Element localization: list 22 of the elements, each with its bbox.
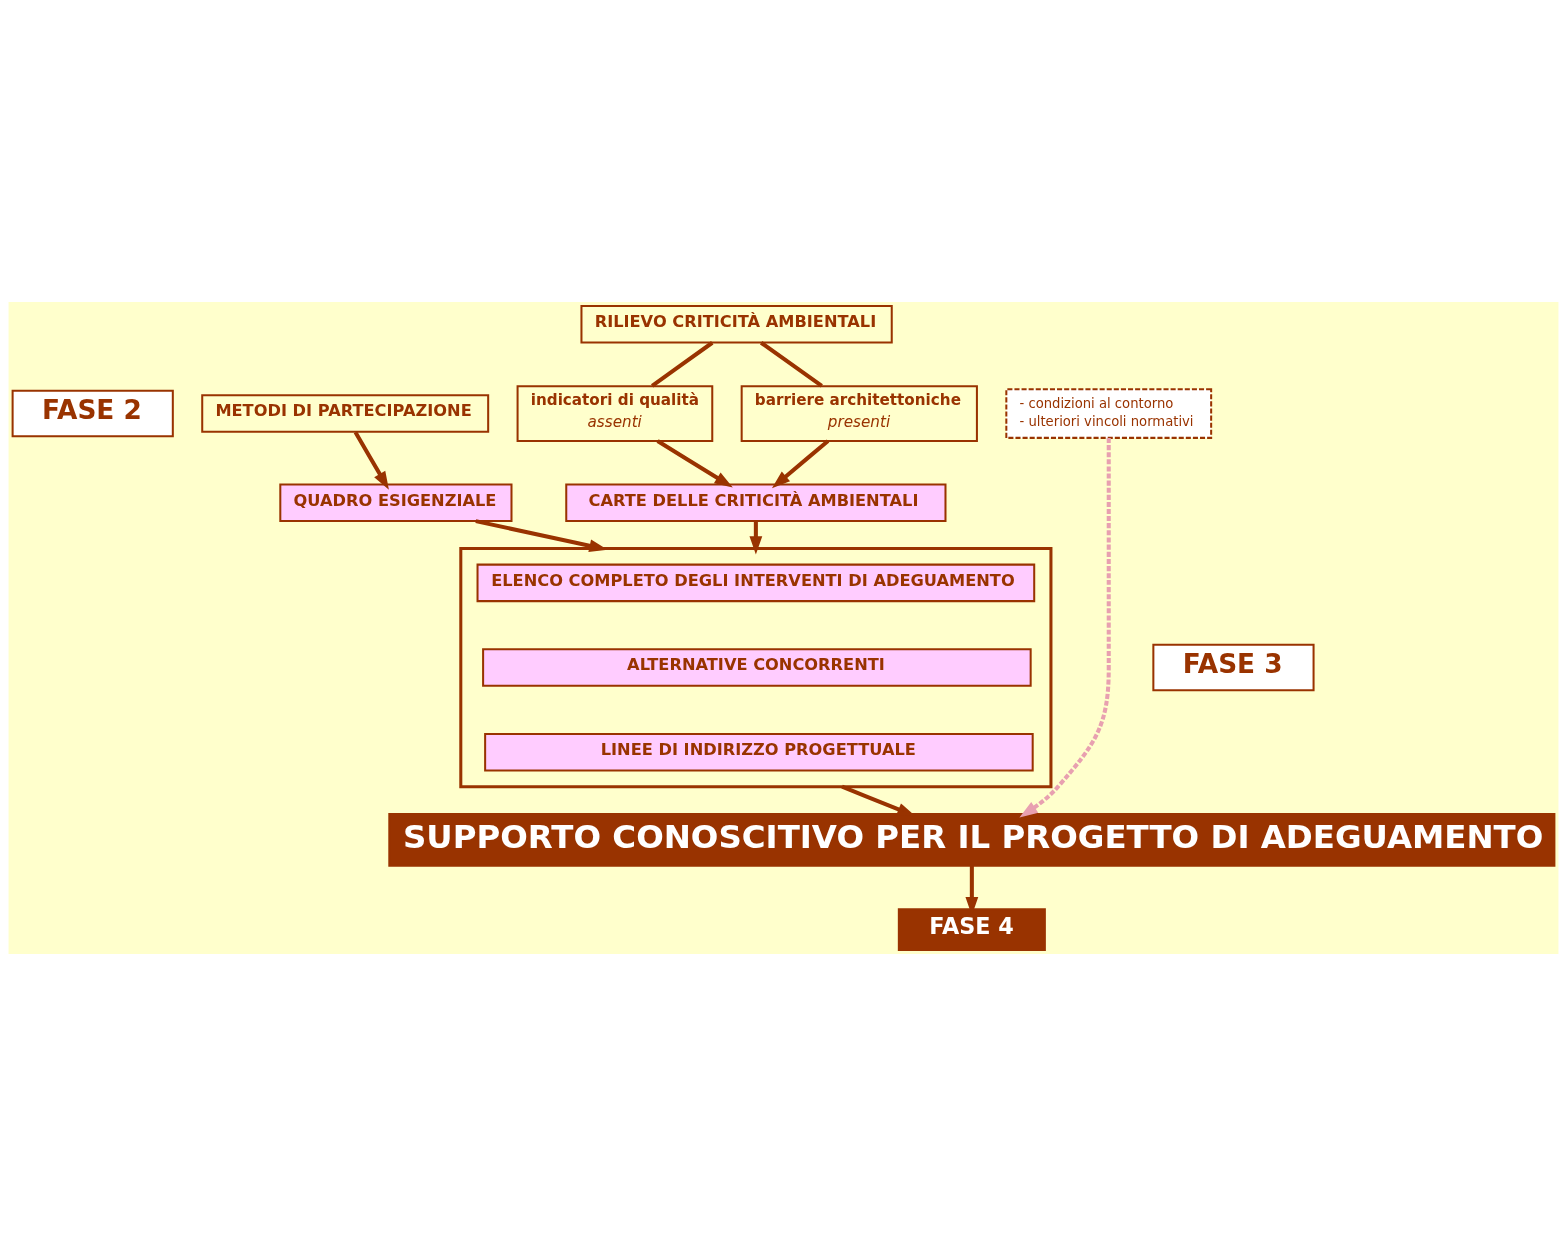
node-box: ALTERNATIVE CONCORRENTI bbox=[482, 648, 1032, 687]
node-box: - condizioni al contorno - ulteriori vincoli normativi bbox=[1005, 388, 1213, 439]
arrow bbox=[1019, 438, 1111, 818]
arrow bbox=[353, 431, 389, 490]
node-box: indicatori di qualità assenti bbox=[516, 385, 714, 442]
node-box: ELENCO COMPLETO DEGLI INTERVENTI DI ADEGUAMENTO bbox=[476, 563, 1036, 603]
node-box: barriere architettoniche presenti bbox=[740, 385, 978, 442]
node-box: SUPPORTO CONOSCITIVO PER IL PROGETTO DI ADEGUAMENTO bbox=[388, 813, 1556, 867]
node-box: FASE 4 bbox=[897, 908, 1046, 951]
cluster bbox=[459, 546, 1053, 789]
node-box: RILIEVO CRITICITÀ AMBIENTALI bbox=[580, 305, 893, 344]
node-box: METODI DI PARTECIPAZIONE bbox=[201, 394, 490, 433]
node-box: LINEE DI INDIRIZZO PROGETTUALE bbox=[484, 732, 1034, 772]
connector bbox=[759, 341, 823, 388]
arrow bbox=[475, 519, 608, 553]
arrow bbox=[771, 439, 830, 489]
node-box: FASE 2 bbox=[11, 389, 174, 438]
node-box: FASE 3 bbox=[1152, 643, 1315, 692]
arrow bbox=[656, 439, 733, 488]
node-box: CARTE DELLE CRITICITÀ AMBIENTALI bbox=[565, 483, 947, 523]
node-box: QUADRO ESIGENZIALE bbox=[279, 483, 513, 523]
connector bbox=[650, 341, 714, 388]
